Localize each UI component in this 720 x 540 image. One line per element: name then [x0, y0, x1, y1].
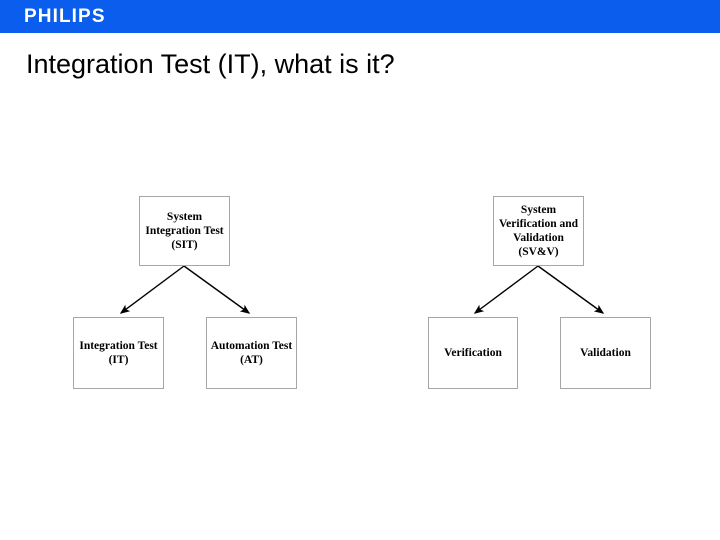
connector-svv-to-verification: [473, 265, 539, 314]
node-system-integration-test[interactable]: System Integration Test (SIT): [139, 196, 230, 266]
connector-sit-to-it: [119, 265, 185, 314]
node-integration-test[interactable]: Integration Test (IT): [73, 317, 164, 389]
brand-header-bar: PHILIPS: [0, 0, 720, 33]
node-validation[interactable]: Validation: [560, 317, 651, 389]
node-label-svv: System Verification and Validation (SV&V…: [498, 204, 579, 258]
node-label-at: Automation Test (AT): [210, 340, 293, 366]
connector-sit-to-at: [183, 265, 251, 314]
node-system-verification-and-validation[interactable]: System Verification and Validation (SV&V…: [493, 196, 584, 266]
node-automation-test[interactable]: Automation Test (AT): [206, 317, 297, 389]
connector-svv-to-validation: [537, 265, 605, 314]
node-label-validation: Validation: [580, 347, 631, 359]
page-title: Integration Test (IT), what is it?: [26, 49, 395, 79]
node-label-it: Integration Test (IT): [79, 340, 158, 366]
node-verification[interactable]: Verification: [428, 317, 518, 389]
philips-logo: PHILIPS: [24, 6, 106, 27]
node-label-verification: Verification: [444, 347, 502, 359]
node-label-sit: System Integration Test (SIT): [145, 211, 224, 251]
